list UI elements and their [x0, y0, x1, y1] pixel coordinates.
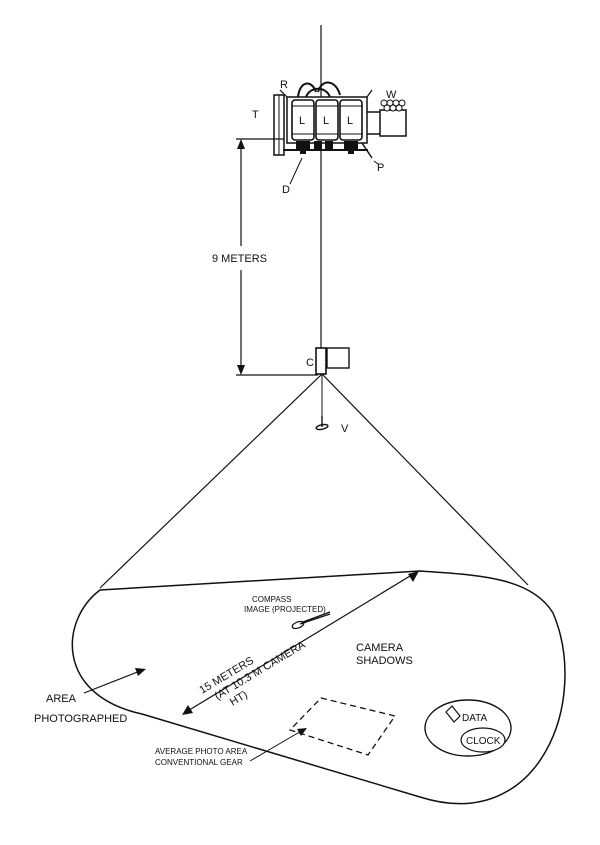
label-w: W — [386, 89, 397, 101]
average-photo-area — [288, 697, 397, 756]
label-average-photo-area: AVERAGE PHOTO AREA CONVENTIONAL GEAR — [155, 747, 249, 767]
upper-apparatus — [273, 81, 407, 165]
label-c: C — [306, 357, 314, 369]
label-t: T — [252, 109, 259, 121]
compass-vane-v — [315, 416, 329, 431]
label-clock: CLOCK — [466, 736, 501, 747]
dimension-9-meters — [236, 138, 318, 376]
label-p: P — [377, 162, 384, 174]
label-data: DATA — [462, 713, 488, 724]
label-l2: L — [323, 115, 329, 127]
label-9-meters: 9 METERS — [212, 253, 267, 265]
label-r: R — [280, 79, 288, 91]
label-l3: L — [347, 115, 353, 127]
label-v: V — [341, 423, 349, 435]
light-cylinder-1 — [291, 99, 315, 141]
box-w — [379, 109, 407, 137]
light-cylinder-2 — [315, 99, 339, 141]
label-l1: L — [299, 115, 305, 127]
label-d: D — [282, 184, 290, 196]
label-15-meters: 15 METERS (AT 10.3 M CAMERA HT) — [197, 627, 316, 719]
label-camera-shadows: CAMERA SHADOWS — [356, 642, 413, 667]
data-clock-panel — [424, 699, 512, 757]
light-cylinder-3 — [339, 99, 363, 141]
label-compass: COMPASS IMAGE (PROJECTED) — [244, 595, 326, 614]
compass-image — [291, 611, 331, 630]
area-photographed-outline — [71, 570, 566, 805]
camera-c — [315, 347, 350, 375]
view-cone-right — [321, 373, 529, 586]
label-area-photographed: AREA PHOTOGRAPHED — [34, 693, 127, 725]
dimension-15-meters — [182, 571, 419, 715]
view-cone-left — [99, 373, 323, 589]
